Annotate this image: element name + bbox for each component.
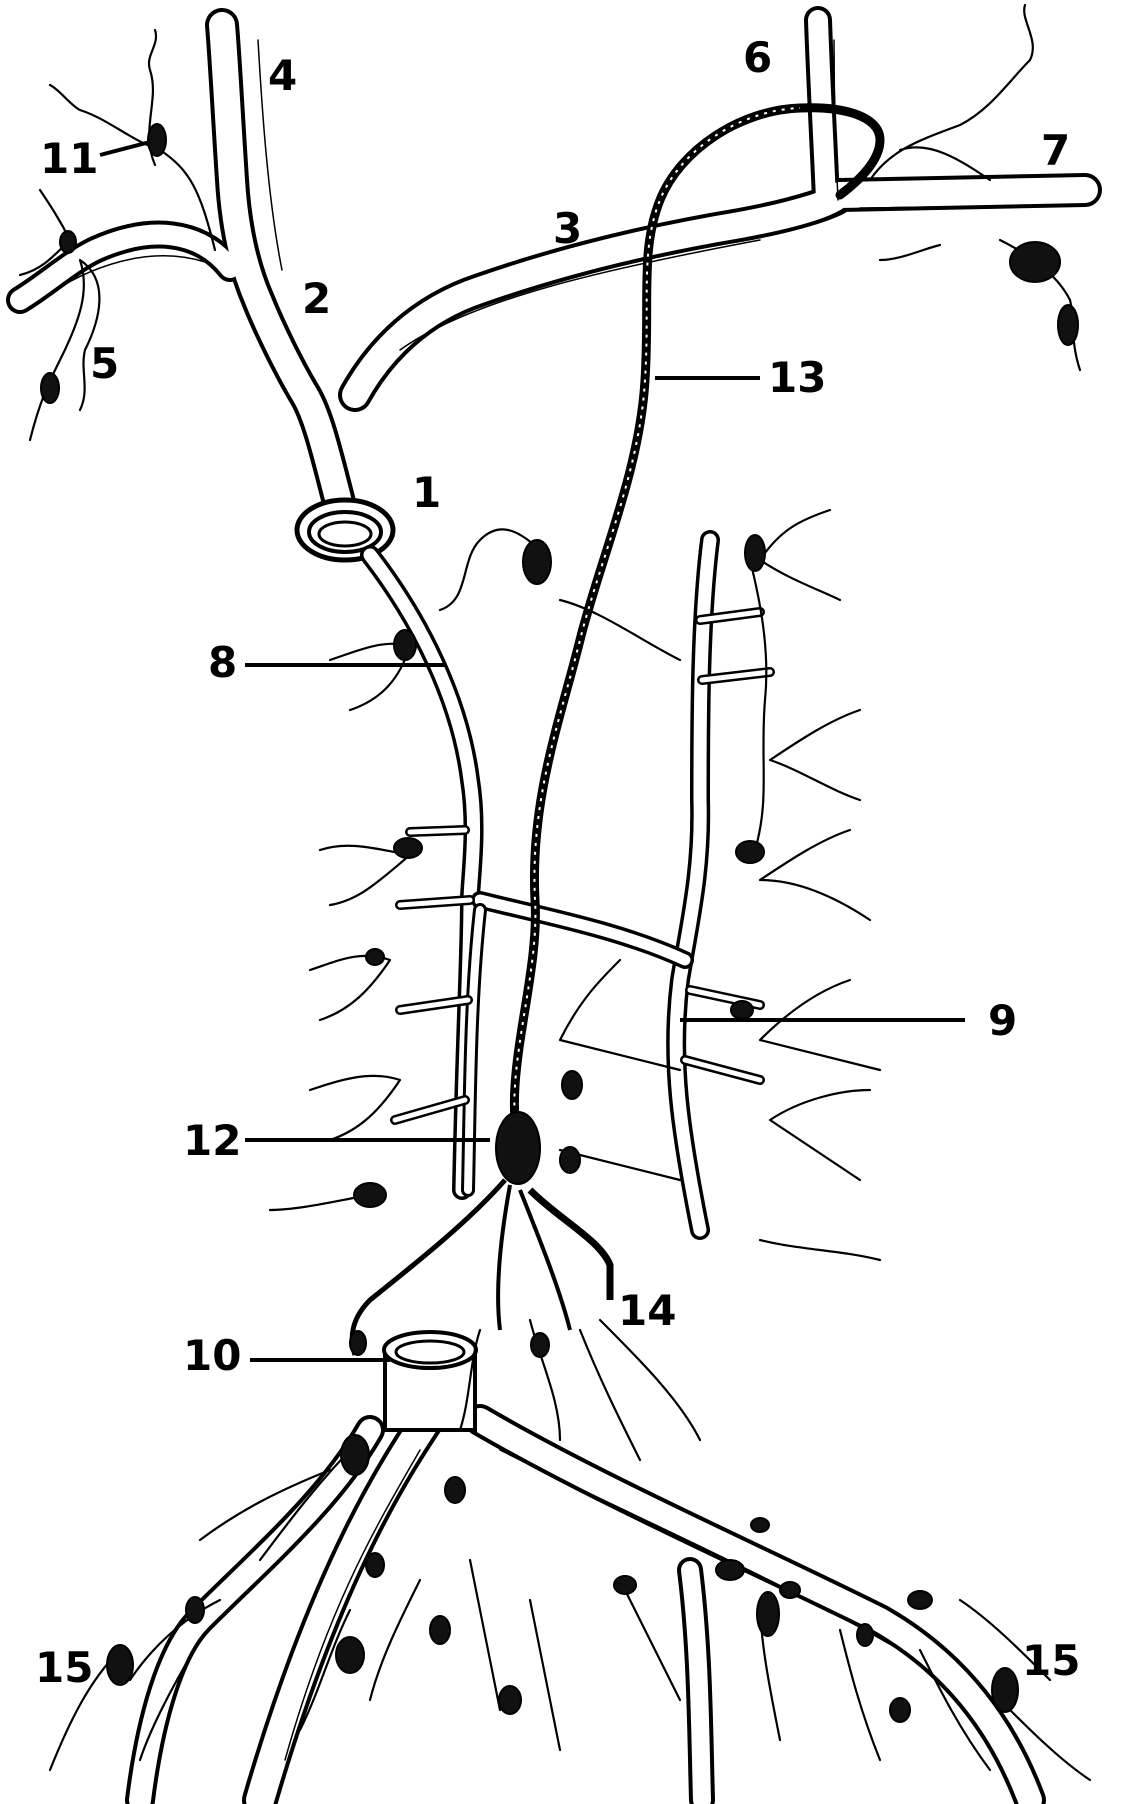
- label-8: 8: [208, 638, 238, 687]
- lymph-node: [365, 1552, 385, 1578]
- label-9: 9: [988, 996, 1018, 1045]
- lymph-node: [429, 1615, 451, 1645]
- lymph-node: [530, 1332, 550, 1358]
- lymph-node: [522, 539, 552, 585]
- label-13: 13: [768, 353, 827, 402]
- cisterna-chyli: [495, 1111, 541, 1185]
- lymph-node: [106, 1644, 134, 1686]
- label-12: 12: [183, 1116, 242, 1165]
- lymph-node: [735, 840, 765, 864]
- lower-vessels: [125, 1330, 1046, 1804]
- lymph-node: [444, 1476, 466, 1504]
- lymph-node: [779, 1581, 801, 1599]
- lymph-node: [907, 1590, 933, 1610]
- lymph-node: [335, 1636, 365, 1674]
- lymph-node: [991, 1667, 1019, 1713]
- lymph-node: [756, 1591, 780, 1637]
- lymph-node: [715, 1559, 745, 1581]
- mesenteric-vessels: [360, 530, 775, 1240]
- lymph-node: [59, 230, 77, 254]
- label-6: 6: [743, 33, 773, 82]
- label-15-left: 15: [35, 1643, 94, 1692]
- lymph-node: [353, 1182, 387, 1208]
- label-2: 2: [302, 274, 332, 323]
- lymph-node: [185, 1596, 205, 1624]
- leader-lines: [99, 140, 965, 1362]
- lymph-node: [349, 1330, 367, 1356]
- lymph-node: [856, 1623, 874, 1647]
- lymph-node: [613, 1575, 637, 1595]
- lymph-node: [750, 1517, 770, 1533]
- label-14: 14: [618, 1286, 677, 1335]
- label-3: 3: [553, 204, 583, 253]
- lymph-node: [1009, 241, 1061, 283]
- label-1: 1: [412, 468, 442, 517]
- lymph-node: [147, 123, 167, 157]
- label-5: 5: [90, 339, 120, 388]
- label-7: 7: [1041, 126, 1071, 175]
- lymph-node: [393, 629, 417, 661]
- label-4: 4: [268, 51, 298, 100]
- upper-vessel-tree: [6, 6, 1102, 563]
- lymph-node: [393, 837, 423, 859]
- lymph-nodes: [40, 123, 1079, 1723]
- lymph-node: [561, 1070, 583, 1100]
- lymph-node: [1057, 304, 1079, 346]
- lymph-node: [365, 948, 385, 966]
- label-10: 10: [183, 1331, 242, 1380]
- lymph-node: [889, 1697, 911, 1723]
- lymph-node: [340, 1434, 370, 1476]
- lymph-node: [498, 1685, 522, 1715]
- lymphatic-network: [18, 3, 1092, 1782]
- lymph-node: [40, 372, 60, 404]
- label-15-right: 15: [1022, 1636, 1081, 1685]
- label-11: 11: [40, 134, 99, 183]
- lymph-node: [559, 1146, 581, 1174]
- lymph-node: [730, 1000, 754, 1020]
- lymph-node: [744, 534, 766, 572]
